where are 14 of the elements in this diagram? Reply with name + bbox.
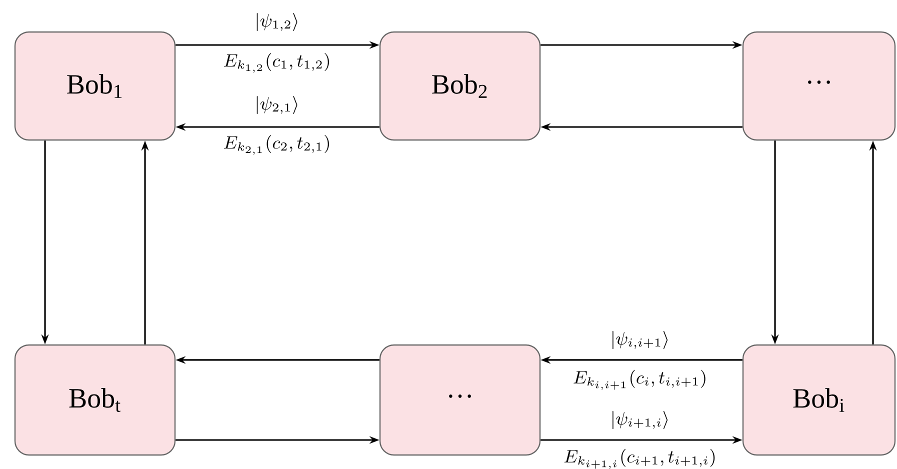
- edge-label: $\left|\psi_{i,i+1}\right\rangle$: [612, 330, 668, 349]
- process-box: Bob$_{2}$: [379, 31, 541, 141]
- formula-label: $E_{k_{1,2}}(c_1,t_{1,2})$: [224, 53, 329, 73]
- formula-label: $E_{k_{i,i+1}}(c_i,t_{i,i+1})$: [574, 370, 706, 390]
- edge-label: $\left|\psi_{i+1,i}\right\rangle$: [612, 410, 668, 429]
- edge-label: $\left|\psi_{2,1}\right\rangle$: [256, 96, 298, 114]
- process-box: Bob$_{i}$: [742, 344, 896, 456]
- formula-label: $E_{k_{2,1}}(c_2,t_{2,1})$: [224, 135, 329, 155]
- edge-label: $\left|\psi_{1,2}\right\rangle$: [256, 12, 298, 31]
- process-box: Bob$_{t}$: [14, 344, 176, 456]
- formula-label: $E_{k_{i+1,i}}(c_{i+1},t_{i+1,i})$: [564, 448, 715, 469]
- process-box: Bob$_{1}$: [14, 31, 176, 141]
- process-box: ···: [379, 344, 541, 456]
- process-box: ···: [742, 31, 896, 141]
